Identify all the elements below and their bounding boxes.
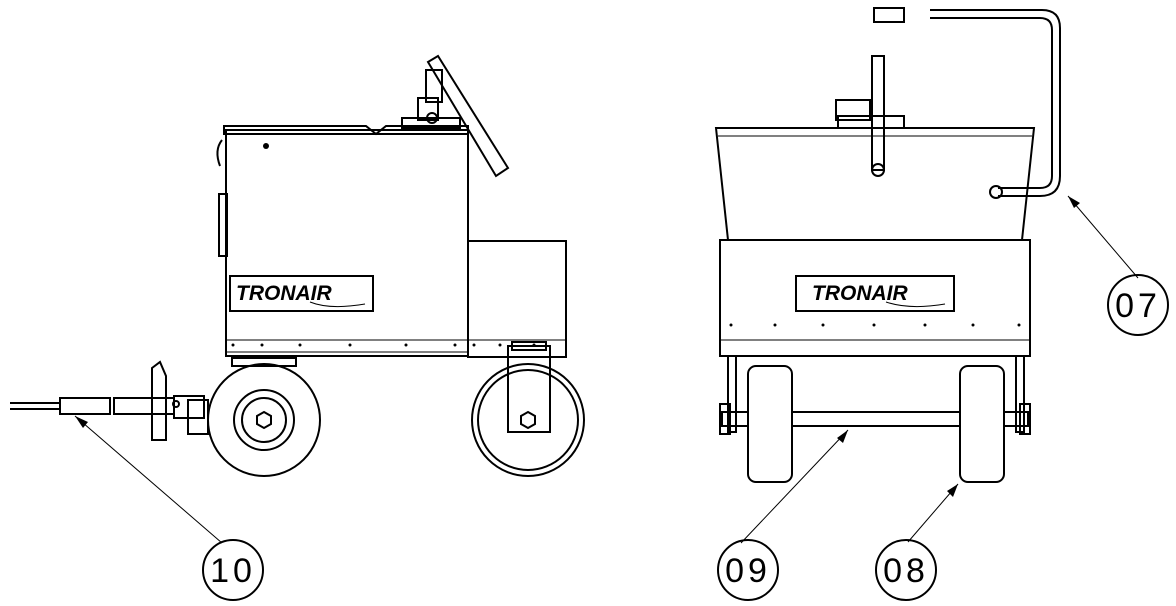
callout-07-label: 07 xyxy=(1115,287,1161,325)
callout-08-circle xyxy=(875,539,937,601)
leader-lines xyxy=(74,195,1139,544)
front-top-body xyxy=(714,127,1036,241)
front-vertical-handle xyxy=(871,55,885,171)
front-logo-plate xyxy=(795,275,955,312)
side-logo-text: TRONAIR xyxy=(236,282,332,305)
leader-10 xyxy=(74,415,223,544)
front-logo-text: TRONAIR xyxy=(812,282,908,305)
front-left-wheel xyxy=(747,365,793,483)
side-rear-wheel xyxy=(471,341,585,477)
callout-10-circle xyxy=(202,539,264,601)
callout-08: 08 xyxy=(875,539,937,601)
front-axle xyxy=(721,411,1029,427)
side-step-box xyxy=(467,240,567,358)
side-tow-lever xyxy=(426,54,510,178)
side-tow-bar xyxy=(10,360,209,441)
side-main-body xyxy=(225,129,469,357)
front-hose xyxy=(930,9,1061,197)
side-logo-plate xyxy=(229,275,374,312)
front-view: TRONAIR xyxy=(714,7,1061,483)
side-front-wheel xyxy=(207,357,321,477)
callout-07-circle xyxy=(1107,274,1169,336)
callout-09: 09 xyxy=(717,539,779,601)
callout-07: 07 xyxy=(1107,274,1169,336)
side-top-lid xyxy=(223,125,469,136)
callout-09-label: 09 xyxy=(725,552,771,590)
callout-09-circle xyxy=(717,539,779,601)
front-right-wheel xyxy=(959,365,1005,483)
callout-10-label: 10 xyxy=(210,552,256,590)
front-lower-body xyxy=(719,239,1031,357)
side-view: TRONAIR xyxy=(10,54,585,477)
callout-10: 10 xyxy=(202,539,264,601)
callout-08-label: 08 xyxy=(883,552,929,590)
leader-07 xyxy=(1067,195,1139,279)
leader-09 xyxy=(740,429,849,544)
